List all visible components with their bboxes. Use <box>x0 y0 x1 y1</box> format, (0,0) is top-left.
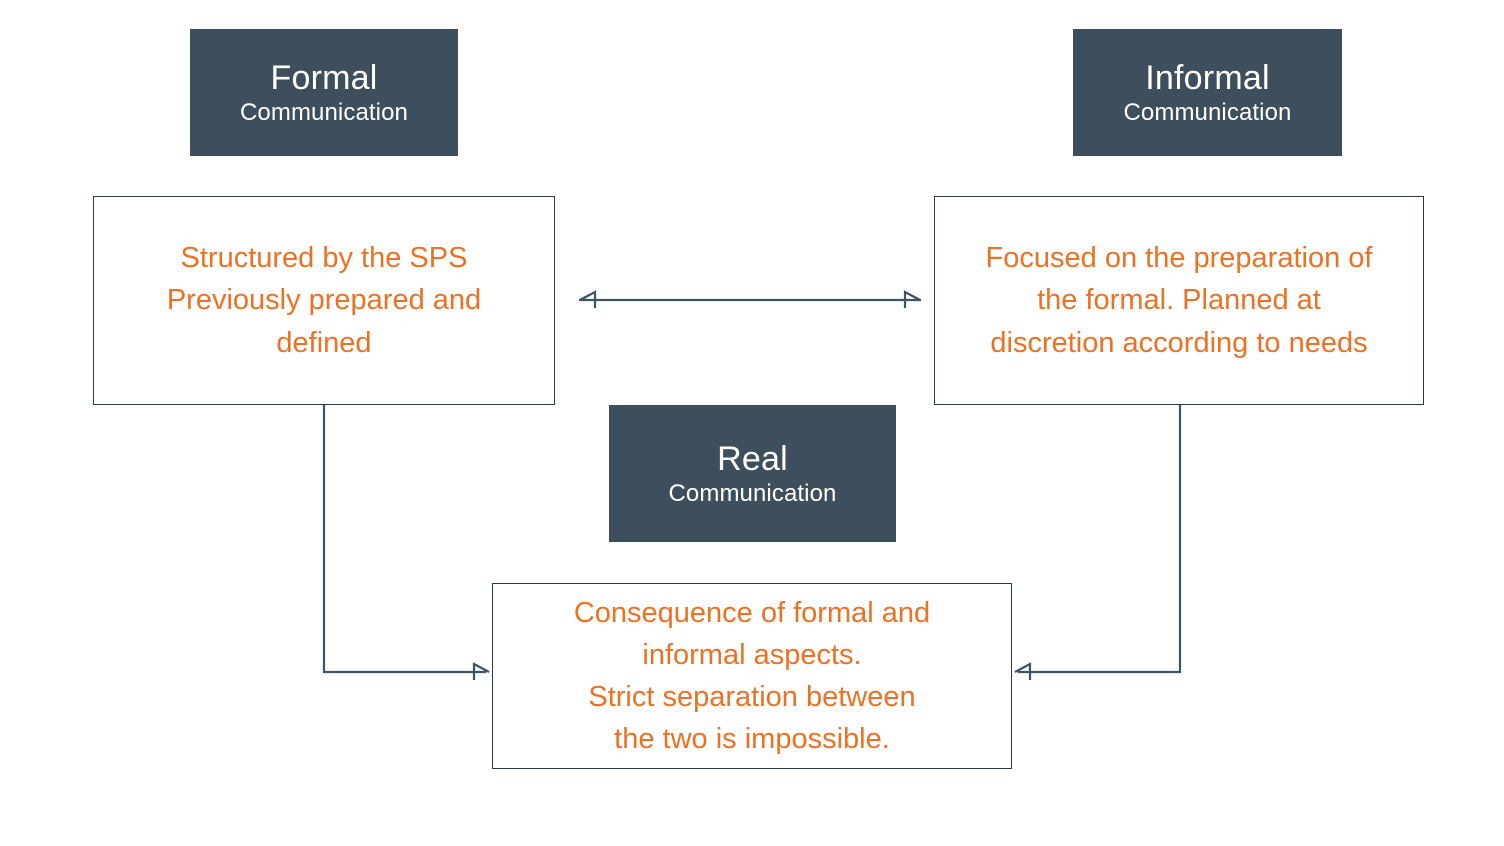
node-informal-title: Informal <box>1145 58 1270 97</box>
arrowhead-into-real-left-icon <box>472 662 490 680</box>
node-formal-title: Formal <box>270 58 378 97</box>
node-informal-subtitle: Communication <box>1123 98 1292 126</box>
node-real-title: Real <box>717 439 788 478</box>
node-real-header[interactable]: Real Communication <box>609 405 896 542</box>
node-real-description-text: Consequence of formal and informal aspec… <box>573 596 931 756</box>
connector-line-elbow-left <box>322 405 486 674</box>
node-informal-description[interactable]: Focused on the preparation of the formal… <box>934 196 1424 405</box>
node-formal-header[interactable]: Formal Communication <box>190 29 458 156</box>
connector-line-elbow-right <box>1018 405 1182 674</box>
node-real-subtitle: Communication <box>668 479 837 507</box>
node-formal-subtitle: Communication <box>239 98 409 126</box>
node-informal-header[interactable]: Informal Communication <box>1073 29 1342 156</box>
connector-formal-real-arrow <box>322 405 490 680</box>
connector-informal-real-arrow <box>1014 405 1182 680</box>
arrowhead-left-icon <box>579 290 597 308</box>
node-formal-description-text: Structured by the SPS Previously prepare… <box>166 242 482 359</box>
connector-formal-informal-arrow <box>579 290 921 308</box>
node-formal-description[interactable]: Structured by the SPS Previously prepare… <box>93 196 555 405</box>
arrowhead-right-icon <box>903 290 921 308</box>
node-real-description[interactable]: Consequence of formal and informal aspec… <box>492 583 1012 769</box>
arrowhead-into-real-right-icon <box>1014 662 1032 680</box>
node-informal-description-text: Focused on the preparation of the formal… <box>985 242 1373 359</box>
